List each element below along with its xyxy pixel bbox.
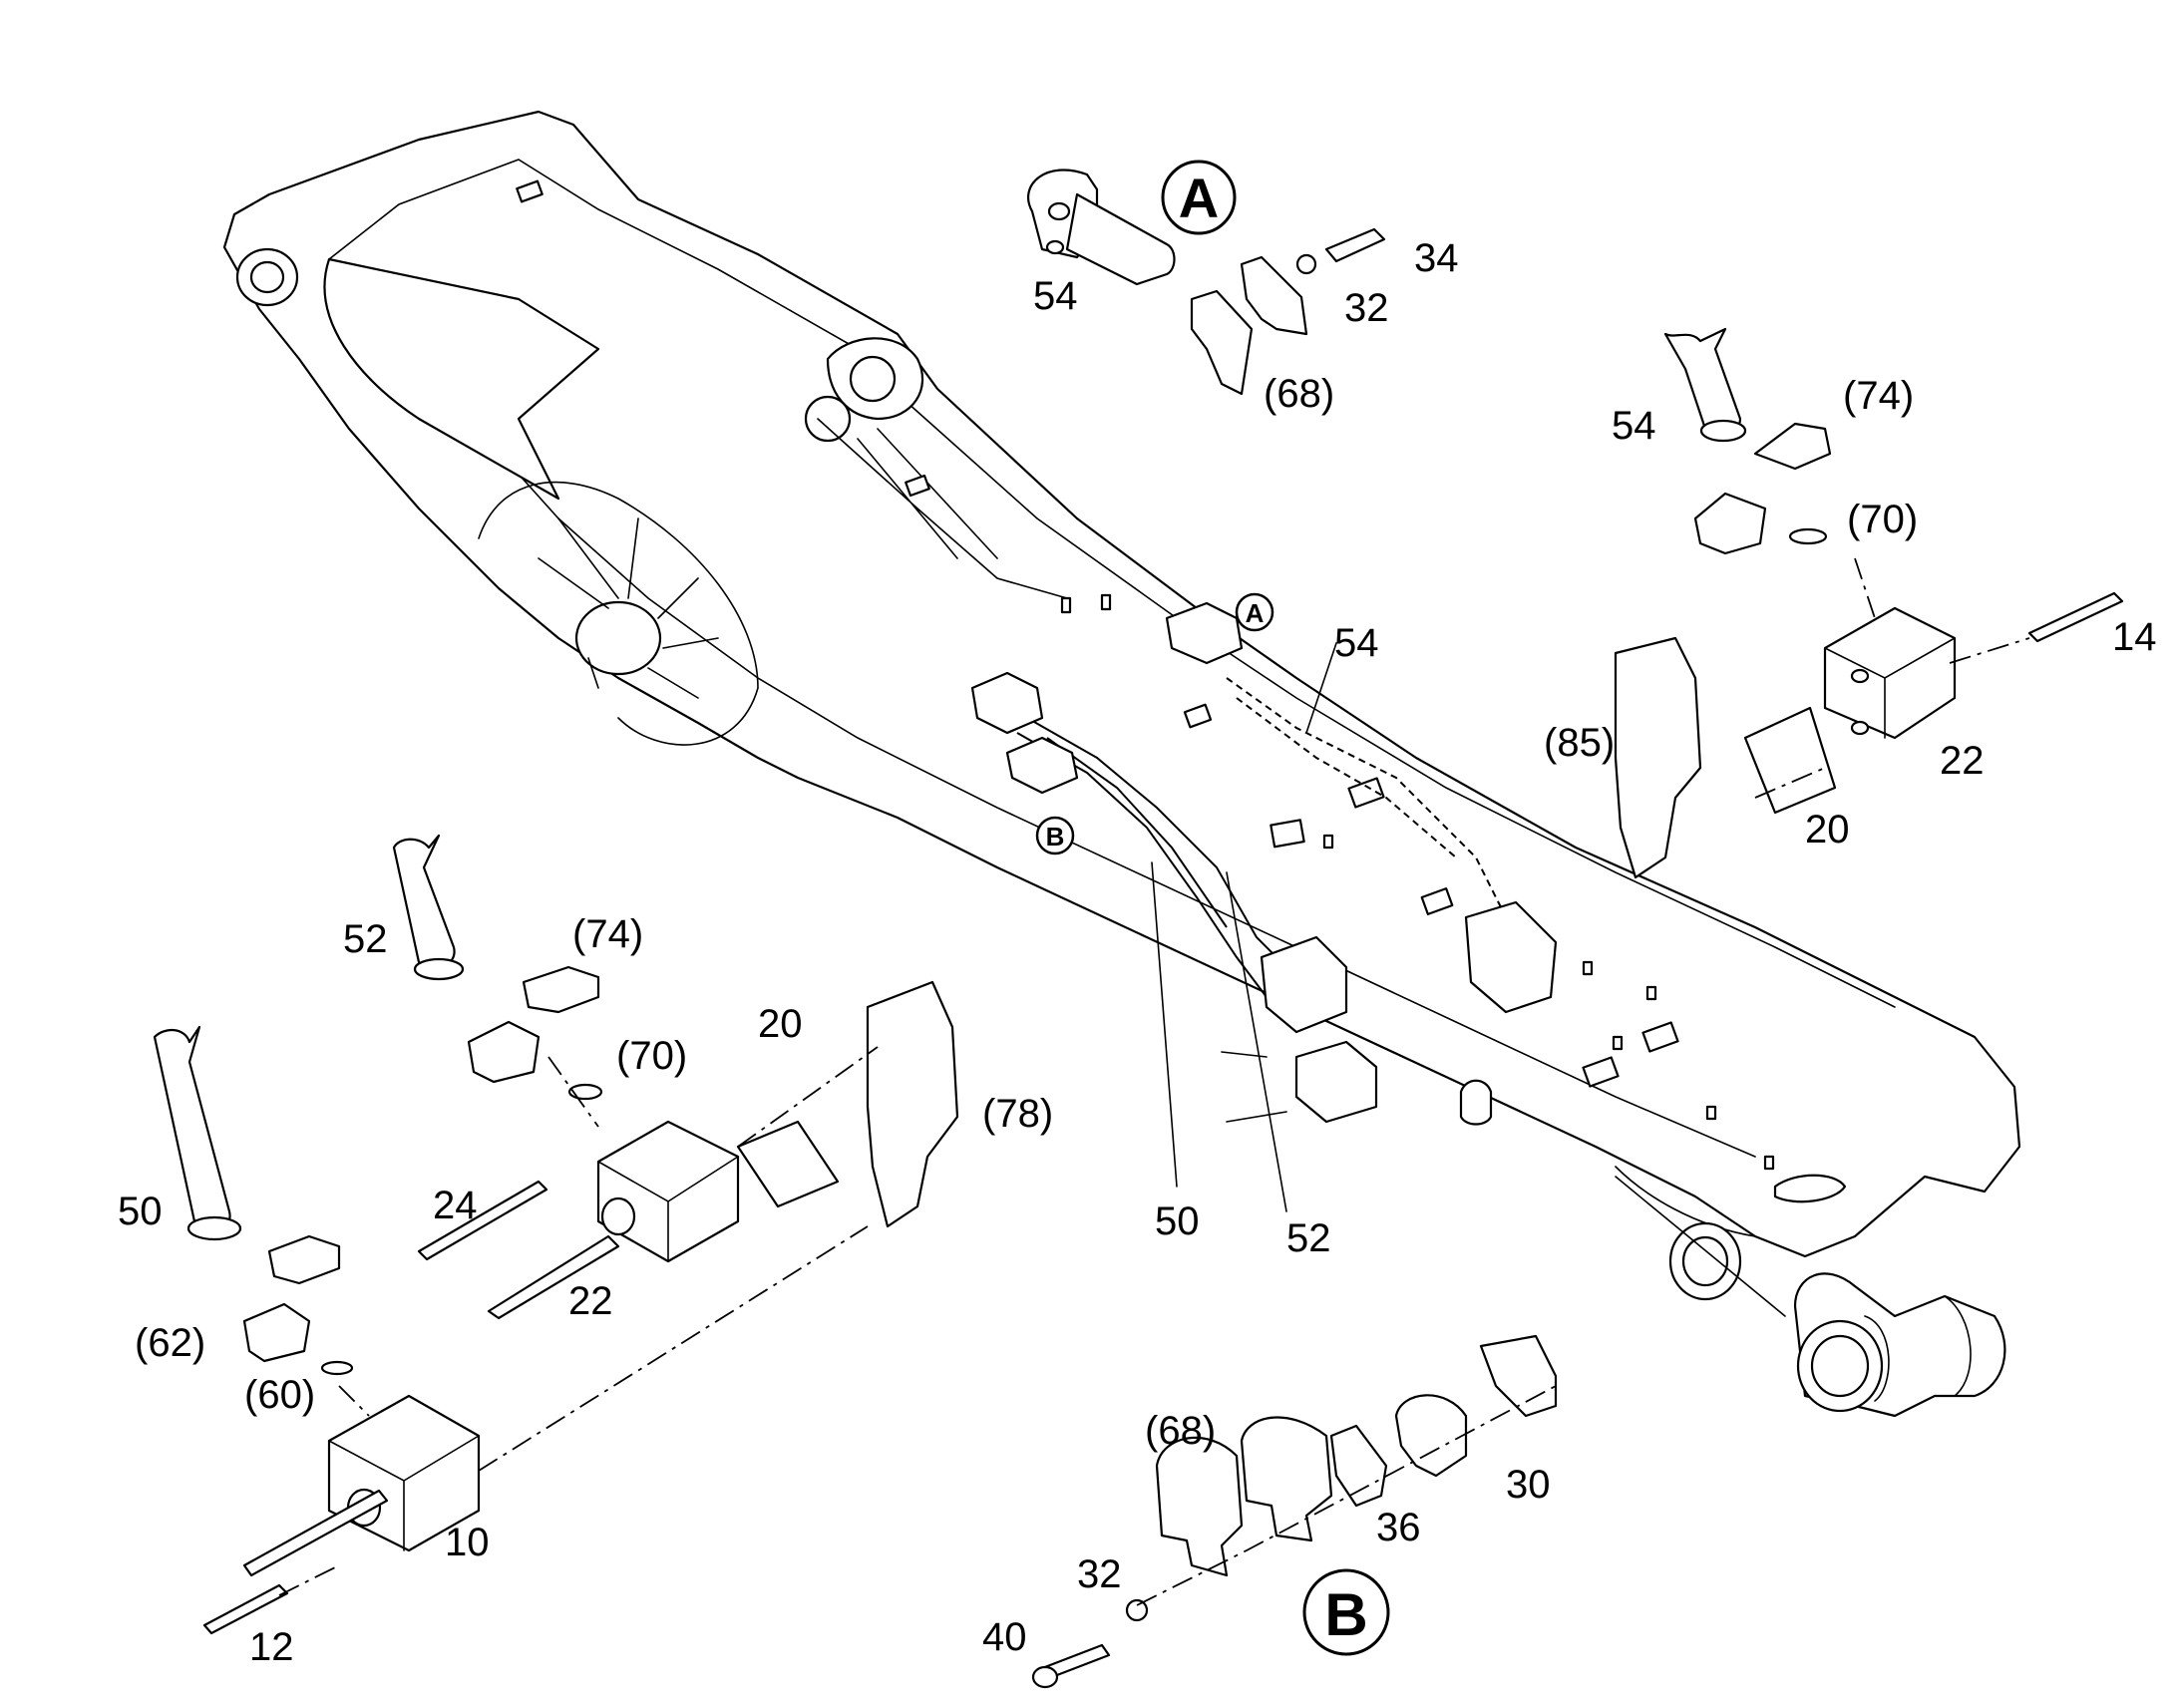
label-m-70: (70) <box>616 1034 687 1078</box>
label-l-12: 12 <box>249 1625 294 1669</box>
label-m-24: 24 <box>433 1184 478 1227</box>
svg-text:A: A <box>1179 167 1219 229</box>
detail-b-assembly <box>1031 1334 1558 1689</box>
label-b-32: 32 <box>1077 1552 1122 1596</box>
part-labels: 54 34 32 (68) 54 (74) (70) 14 (85) 22 20… <box>118 236 2157 1669</box>
left-parts-group <box>153 1025 869 1635</box>
label-a-34: 34 <box>1414 236 1459 280</box>
label-a-32: 32 <box>1344 286 1389 330</box>
svg-text:A: A <box>1246 598 1265 628</box>
label-m-22: 22 <box>568 1279 613 1323</box>
hose-assembly <box>970 601 1558 1124</box>
label-m-20: 20 <box>758 1002 803 1046</box>
label-boom-52: 52 <box>1286 1216 1331 1260</box>
middle-parts-group <box>392 834 959 1320</box>
label-a-68: (68) <box>1264 372 1334 416</box>
label-m-52: 52 <box>343 917 388 961</box>
marker-a-callout: A <box>1235 592 1274 632</box>
label-l-62: (62) <box>135 1321 205 1365</box>
detail-a-assembly <box>1026 169 1386 396</box>
label-boom-54: 54 <box>1334 621 1379 665</box>
label-b-40: 40 <box>982 1615 1027 1659</box>
svg-text:B: B <box>1324 1581 1367 1648</box>
label-l-50: 50 <box>118 1190 163 1233</box>
svg-text:B: B <box>1046 822 1065 852</box>
label-b-36: 36 <box>1376 1506 1421 1549</box>
marker-b-callout: B <box>1035 816 1075 855</box>
label-b-30: 30 <box>1506 1463 1551 1507</box>
detail-b-callout: B <box>1302 1568 1390 1656</box>
label-r-70: (70) <box>1847 498 1918 541</box>
detail-a-callout: A <box>1161 160 1237 235</box>
label-boom-50: 50 <box>1155 1199 1200 1243</box>
label-r-22: 22 <box>1940 739 1985 783</box>
label-m-74: (74) <box>572 912 643 956</box>
label-r-85: (85) <box>1544 721 1615 765</box>
leader-line-50 <box>1151 861 1178 1188</box>
boom-brackets <box>516 179 1847 1203</box>
label-r-14: 14 <box>2112 615 2157 659</box>
leader-line-54 <box>1305 642 1337 734</box>
label-r-54: 54 <box>1612 404 1656 448</box>
label-b-68: (68) <box>1145 1409 1216 1453</box>
leader-line-52 <box>1226 871 1287 1212</box>
label-l-60: (60) <box>244 1373 315 1417</box>
label-l-10: 10 <box>445 1521 490 1564</box>
right-parts-group <box>1614 327 2124 879</box>
label-r-20: 20 <box>1805 808 1850 852</box>
label-a-54: 54 <box>1033 274 1078 318</box>
label-m-78: (78) <box>982 1092 1053 1136</box>
label-r-74: (74) <box>1843 374 1914 418</box>
boom-arm <box>222 110 2021 1418</box>
